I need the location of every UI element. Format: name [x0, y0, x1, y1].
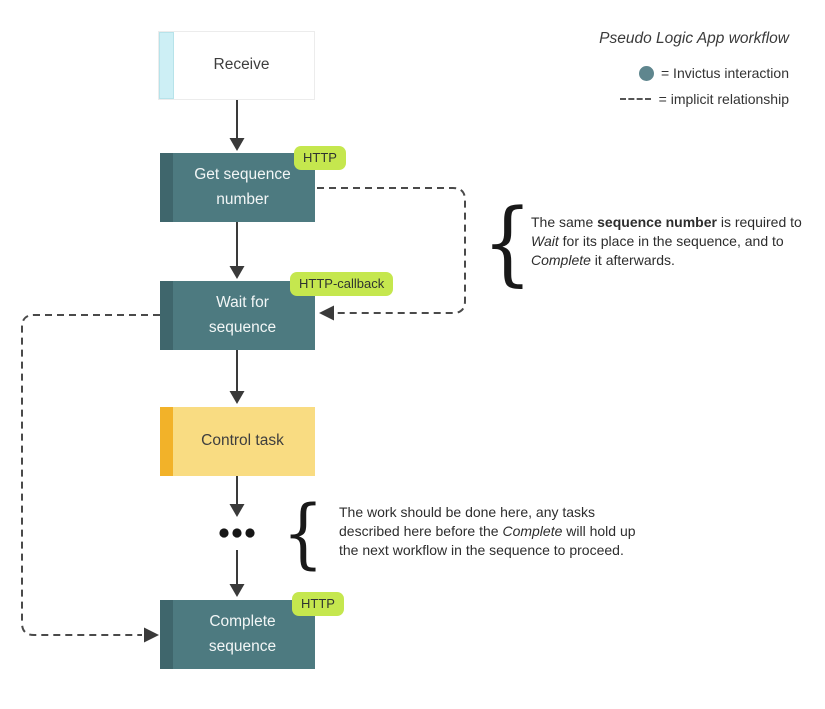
flow-arrowheads: [229, 138, 245, 597]
annotation-text: it afterwards.: [590, 252, 675, 269]
node-accent-strip: [160, 600, 173, 669]
arrowhead-icon: [229, 138, 245, 151]
diagram-title: Pseudo Logic App workflow: [599, 30, 789, 47]
annotation-sequence-note: The same sequence number is required to …: [531, 213, 819, 270]
node-label: Control task: [201, 432, 284, 450]
node-label: Receive: [213, 56, 270, 74]
node-complete-sequence: Complete sequence: [160, 600, 315, 669]
node-control-task: Control task: [160, 407, 315, 476]
legend-item-invictus: = Invictus interaction: [638, 65, 789, 81]
dashed-arrowhead-icon: [144, 627, 159, 643]
arrowhead-icon: [229, 266, 245, 279]
badge-http: HTTP: [294, 146, 346, 170]
badge-http: HTTP: [292, 592, 344, 616]
annotation-text-italic: Complete: [502, 523, 563, 540]
annotation-text: will hold up the next workflow in the se…: [339, 523, 636, 559]
annotation-text: The same: [531, 214, 598, 230]
dashed-get-to-wait: [317, 187, 466, 314]
legend: Pseudo Logic App workflow = Invictus int…: [599, 30, 789, 117]
node-accent-strip: [160, 153, 173, 222]
node-accent-strip: [160, 281, 173, 350]
dashed-wait-to-complete: [21, 314, 160, 636]
node-label: Get sequence number: [194, 166, 291, 208]
annotation-text: is required to: [716, 214, 802, 230]
annotation-text: The work should be done here, any tasks …: [339, 504, 596, 540]
node-receive: Receive: [158, 31, 315, 100]
annotation-work-note: The work should be done here, any tasks …: [339, 503, 651, 560]
annotation-text-bold: sequence number: [597, 214, 717, 230]
legend-label: = Invictus interaction: [660, 65, 789, 81]
node-label: Wait for sequence: [208, 294, 277, 336]
annotation-text-italic: Complete: [531, 252, 591, 269]
annotation-text-italic: Wait: [531, 233, 559, 250]
teal-dot-icon: [638, 65, 654, 81]
node-get-sequence-number: Get sequence number: [160, 153, 315, 222]
node-accent-strip: [160, 407, 173, 476]
arrowhead-icon: [229, 504, 245, 517]
node-accent-strip: [159, 32, 174, 99]
legend-item-implicit: = implicit relationship: [619, 91, 789, 107]
node-wait-for-sequence: Wait for sequence: [160, 281, 315, 350]
ellipsis-dots: [219, 528, 255, 538]
arrowhead-icon: [229, 584, 245, 597]
annotation-text: for its place in the sequence, and to: [558, 233, 784, 250]
dashed-line-icon: [619, 98, 651, 100]
legend-label: = implicit relationship: [658, 91, 789, 107]
arrowhead-icon: [229, 391, 245, 404]
node-label: Complete sequence: [208, 613, 277, 655]
dashed-arrowhead-icon: [319, 305, 334, 321]
badge-http-callback: HTTP-callback: [290, 272, 394, 296]
